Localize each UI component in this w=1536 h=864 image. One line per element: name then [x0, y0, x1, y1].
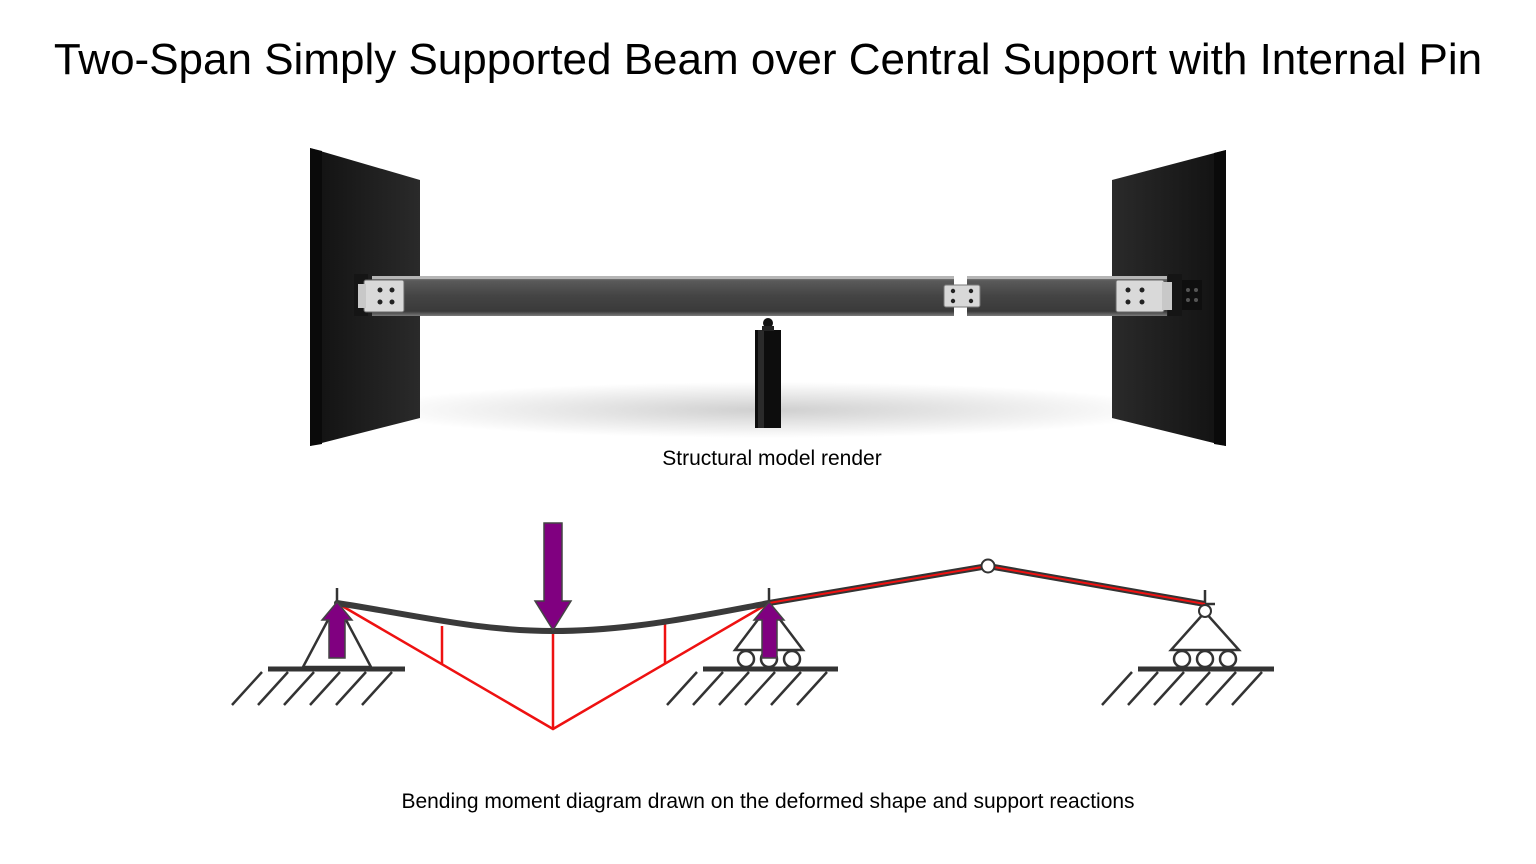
right-wall-connection	[1115, 274, 1202, 316]
internal-pin-hinge	[980, 558, 996, 574]
page-title: Two-Span Simply Supported Beam over Cent…	[53, 35, 1483, 84]
structural-model-render	[310, 148, 1226, 446]
right-support-pin	[1198, 604, 1212, 618]
bending-moment-diagram	[231, 522, 1274, 731]
central-post-support	[755, 318, 781, 428]
ground-right	[1101, 666, 1274, 706]
moment-diagram-lines	[336, 601, 770, 731]
internal-pin-joint	[943, 272, 981, 320]
left-wall-connection	[354, 274, 405, 316]
steel-beam	[372, 276, 1167, 316]
applied-load-arrow	[533, 522, 573, 632]
render-caption: Structural model render	[662, 447, 882, 470]
diagram-caption: Bending moment diagram drawn on the defo…	[401, 790, 1135, 813]
reaction-arrow-middle	[752, 600, 786, 659]
ground-left	[231, 666, 405, 706]
ground-middle	[666, 666, 838, 706]
reaction-arrow-left	[320, 600, 354, 659]
